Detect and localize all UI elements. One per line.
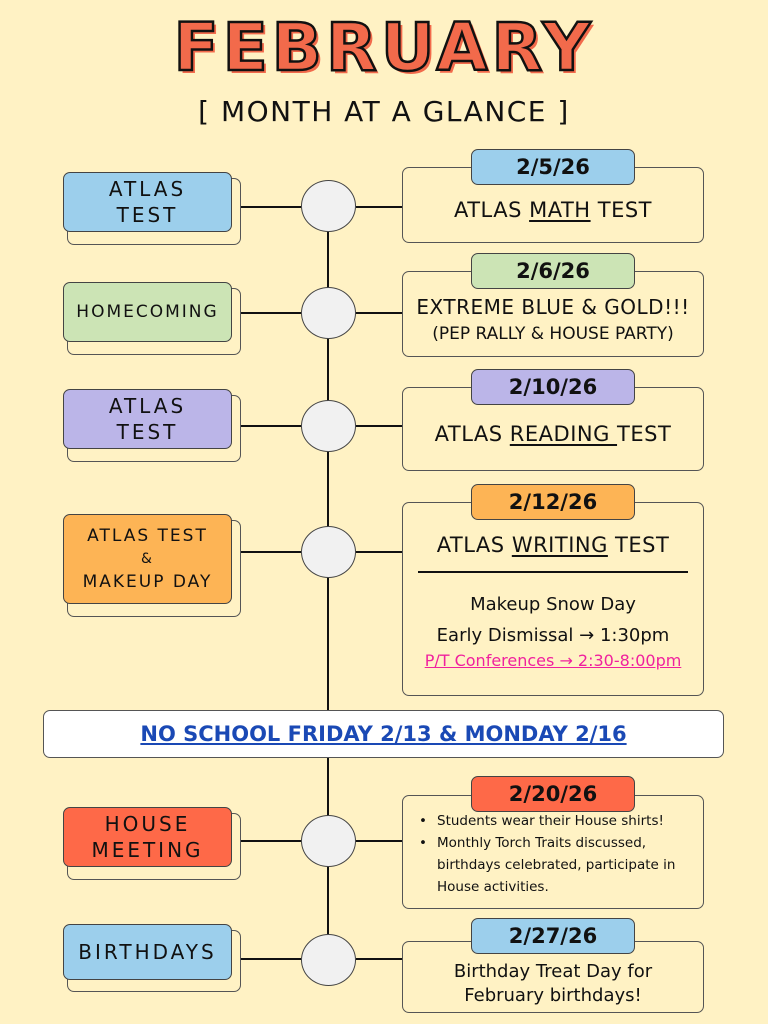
event-title: EXTREME BLUE & GOLD!!!: [416, 294, 690, 319]
event-label-line: ATLAS TEST: [87, 525, 208, 546]
event-label-line: HOMECOMING: [76, 302, 219, 322]
event-detail: Birthday Treat Day for: [453, 961, 653, 982]
event-label: ATLAS TEST: [63, 389, 232, 449]
event-label-line: HOUSE: [104, 812, 191, 836]
timeline-node: [301, 400, 356, 452]
connector-line: [356, 425, 402, 427]
connector-line: [356, 840, 402, 842]
event-label: HOUSE MEETING: [63, 807, 232, 867]
connector-line: [241, 840, 301, 842]
event-subtitle: (PEP RALLY & HOUSE PARTY): [432, 323, 674, 344]
page-subtitle: [ MONTH AT A GLANCE ]: [198, 95, 570, 128]
event-title: ATLAS MATH TEST: [453, 198, 653, 222]
event-bullet-list: Students wear their House shirts! Monthl…: [403, 810, 703, 898]
event-label: ATLAS TEST: [63, 172, 232, 232]
bullet-item: Students wear their House shirts!: [419, 810, 691, 832]
connector-line: [356, 551, 402, 553]
connector-line: [356, 206, 402, 208]
date-badge: 2/10/26: [471, 369, 635, 405]
event-detail: Early Dismissal → 1:30pm: [436, 625, 670, 646]
card-divider: [418, 571, 688, 573]
date-badge: 2/20/26: [471, 776, 635, 812]
connector-line: [241, 425, 301, 427]
event-card: Students wear their House shirts! Monthl…: [402, 795, 704, 909]
timeline-node: [301, 287, 356, 339]
date-badge: 2/12/26: [471, 484, 635, 520]
timeline-node: [301, 180, 356, 232]
connector-line: [356, 958, 402, 960]
event-label-line: ATLAS: [108, 394, 187, 418]
event-label: BIRTHDAYS: [63, 924, 232, 980]
event-label-line: ATLAS: [108, 177, 187, 201]
page-title: FEBRUARY: [172, 8, 595, 88]
event-detail: February birthdays!: [464, 985, 642, 1006]
event-label-line: MEETING: [91, 838, 204, 862]
timeline-spine: [327, 231, 329, 710]
timeline-node: [301, 934, 356, 986]
event-card: Birthday Treat Day for February birthday…: [402, 941, 704, 1013]
timeline-node: [301, 526, 356, 578]
connector-line: [241, 551, 301, 553]
bullet-item: Monthly Torch Traits discussed, birthday…: [419, 832, 691, 898]
event-label-line: TEST: [116, 420, 179, 444]
conference-link[interactable]: P/T Conferences → 2:30-8:00pm: [424, 651, 682, 670]
connector-line: [356, 312, 402, 314]
event-label: HOMECOMING: [63, 282, 232, 342]
event-detail: Makeup Snow Day: [470, 594, 636, 615]
date-badge: 2/27/26: [471, 918, 635, 954]
event-label-line: TEST: [116, 203, 179, 227]
event-label: ATLAS TEST & MAKEUP DAY: [63, 514, 232, 604]
event-label-line: BIRTHDAYS: [78, 940, 217, 964]
date-badge: 2/5/26: [471, 149, 635, 185]
date-badge: 2/6/26: [471, 253, 635, 289]
no-school-banner: NO SCHOOL FRIDAY 2/13 & MONDAY 2/16: [43, 710, 724, 758]
timeline-node: [301, 815, 356, 867]
event-label-line: &: [141, 550, 154, 567]
connector-line: [241, 206, 301, 208]
event-title: ATLAS WRITING TEST: [436, 533, 670, 557]
connector-line: [241, 312, 301, 314]
event-label-line: MAKEUP DAY: [82, 571, 213, 592]
event-title: ATLAS READING TEST: [434, 422, 672, 446]
event-card: ATLAS WRITING TEST Makeup Snow Day Early…: [402, 502, 704, 696]
connector-line: [241, 958, 301, 960]
